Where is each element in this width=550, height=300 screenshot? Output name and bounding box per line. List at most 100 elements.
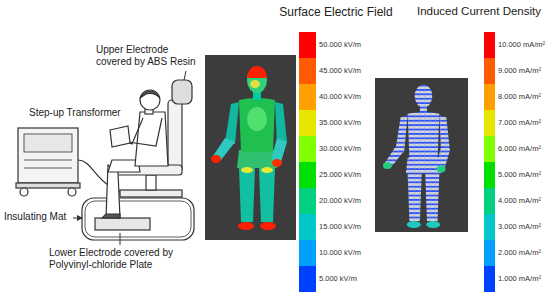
model-face — [250, 80, 260, 88]
scale-value: 5.000 mA/m² — [498, 171, 541, 179]
scale-swatch — [299, 214, 316, 240]
model-arm — [439, 115, 450, 152]
scale-value: 45.000 kV/m — [319, 67, 361, 75]
model-neck — [253, 92, 261, 100]
transformer-detail — [24, 160, 72, 161]
scale-value: 20.000 kV/m — [319, 197, 361, 205]
model-arm — [395, 115, 407, 152]
scale-swatch — [299, 136, 316, 162]
person-foot — [102, 214, 120, 218]
model-arm — [271, 138, 287, 162]
model-foot — [426, 221, 440, 228]
model-lap — [237, 150, 277, 168]
scale-value: 9.000 mA/m² — [498, 67, 541, 75]
model-arm — [225, 102, 239, 144]
model-leg — [239, 168, 255, 222]
book — [110, 126, 130, 147]
model-torso — [239, 98, 275, 152]
model-foot — [238, 222, 254, 230]
scale-swatch — [299, 58, 316, 84]
scale-value: 1.000 mA/m² — [498, 275, 541, 283]
person-torso — [135, 112, 168, 166]
scale-value: 5.000 kV/m — [319, 275, 357, 283]
panel-title: Induced Current Density — [416, 5, 542, 19]
leader-line — [120, 233, 121, 245]
lower-electrode — [95, 218, 150, 230]
scale-value: 35.000 kV/m — [319, 119, 361, 127]
panel-title: Surface Electric Field — [278, 5, 393, 19]
model-neck — [420, 107, 427, 114]
scale-swatch — [484, 84, 495, 110]
scale-value: 15.000 kV/m — [319, 223, 361, 231]
scale-swatch — [299, 32, 316, 58]
model-torso — [408, 112, 440, 160]
scale-swatch — [484, 188, 495, 214]
scale-swatch — [299, 162, 316, 188]
scale-swatch — [484, 32, 495, 58]
model-leg — [408, 174, 422, 222]
person-leg — [106, 165, 120, 218]
part-label: Upper Electrode covered by ABS Resin — [95, 44, 202, 68]
scale-value: 2.000 mA/m² — [498, 249, 541, 257]
transformer-base — [16, 183, 80, 188]
scale-swatch — [484, 240, 495, 266]
transformer-panel — [24, 134, 72, 152]
scale-swatch — [484, 162, 495, 188]
chair-base — [120, 190, 182, 197]
scale-value: 6.000 mA/m² — [498, 145, 541, 153]
scale-value: 10.000 mA/m² — [498, 41, 545, 49]
model-leg — [259, 168, 275, 222]
scale-value: 25.000 kV/m — [319, 171, 361, 179]
person-arm — [128, 118, 162, 146]
current-model — [383, 85, 450, 228]
scale-swatch — [299, 240, 316, 266]
scale-value: 30.000 kV/m — [319, 145, 361, 153]
model-chest — [247, 107, 267, 131]
model-arm — [436, 147, 450, 168]
wheel — [68, 188, 76, 196]
scale-swatch — [299, 84, 316, 110]
scale-swatch — [299, 188, 316, 214]
field-model — [211, 66, 287, 230]
wheel — [20, 188, 28, 196]
model-lap — [406, 158, 441, 174]
scale-swatch — [484, 214, 495, 240]
scale-swatch — [484, 266, 495, 292]
transformer-box — [18, 128, 78, 183]
scale-swatch — [484, 58, 495, 84]
part-label: Step-up Transformer — [28, 107, 122, 119]
model-foot — [260, 222, 276, 230]
render-background — [375, 78, 468, 232]
scale-value: 3.000 mA/m² — [498, 223, 541, 231]
model-head-top — [247, 66, 267, 78]
render-background — [205, 55, 296, 240]
part-label: Insulating Mat — [3, 211, 67, 223]
person-hair — [140, 91, 160, 98]
model-hand — [437, 166, 446, 173]
upper-electrode — [172, 80, 192, 104]
scale-value: 4.000 mA/m² — [498, 197, 541, 205]
model-leg — [425, 174, 439, 222]
part-label: Lower Electrode covered by Polyvinyl-chl… — [48, 247, 185, 271]
model-head — [247, 67, 267, 93]
model-hand — [383, 162, 392, 169]
scale-swatch — [299, 266, 316, 292]
model-foot — [407, 221, 421, 228]
scale-value: 40.000 kV/m — [319, 93, 361, 101]
transformer-detail — [24, 168, 72, 169]
model-hand — [211, 155, 221, 163]
insulating-mat — [82, 198, 194, 240]
chair-pedestal — [146, 175, 156, 190]
scale-value: 10.000 kV/m — [319, 249, 361, 257]
leader-line — [184, 71, 186, 80]
model-arm — [275, 102, 287, 144]
model-knee — [241, 167, 253, 173]
scale-swatch — [484, 110, 495, 136]
scale-value: 8.000 mA/m² — [498, 93, 541, 101]
insulating-mat — [85, 201, 191, 237]
scale-swatch — [299, 110, 316, 136]
scale-value: 50.000 kV/m — [319, 41, 361, 49]
chair-back — [168, 100, 182, 172]
person-head — [140, 90, 160, 110]
